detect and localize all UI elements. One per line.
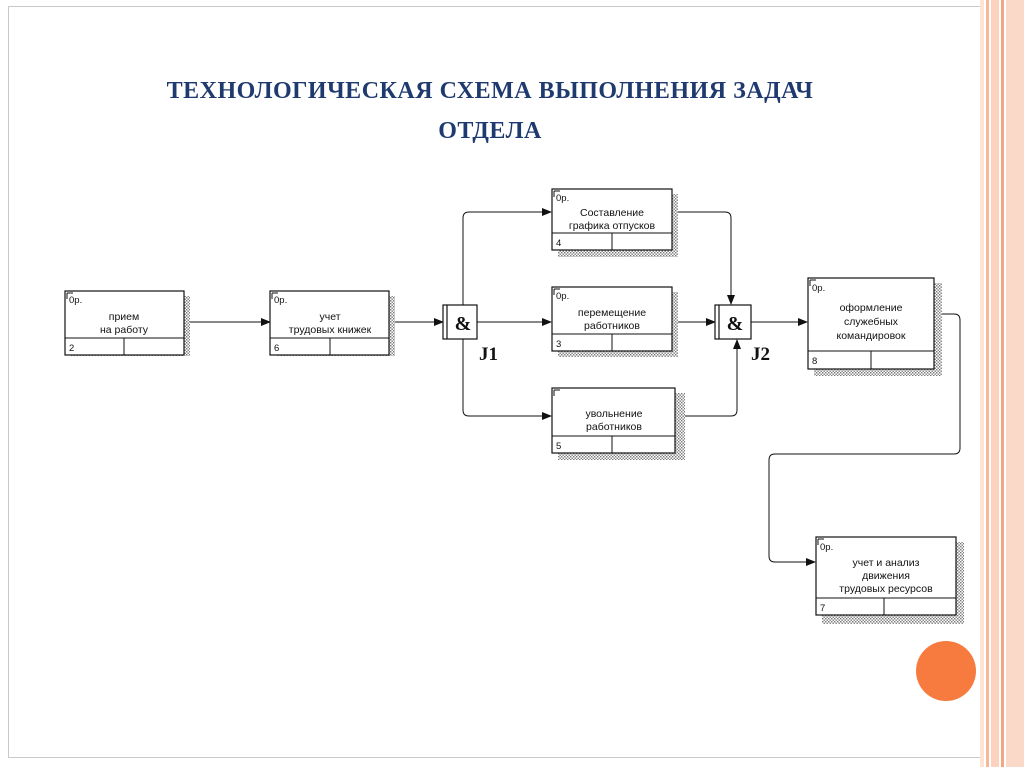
connectors: [184, 208, 961, 566]
box-label-line: Составление: [580, 207, 644, 219]
stripe: [1001, 0, 1004, 767]
box-number: 7: [820, 603, 825, 614]
box-label-line: оформление: [840, 302, 903, 314]
box-number: 8: [812, 356, 817, 367]
box-frame: [551, 387, 676, 454]
process-box-5: увольнение работников 5: [551, 387, 685, 460]
arrow-j1-to-5: [462, 339, 552, 420]
box-number: 5: [556, 441, 561, 452]
process-box-4: 0р. Составление графика отпусков 4: [551, 188, 678, 257]
junction-frame: [714, 304, 752, 340]
box-tag: 0р.: [812, 283, 825, 294]
junction-symbol: &: [455, 313, 472, 335]
process-box-8: 0р. оформление служебных командировок 8: [807, 277, 942, 376]
stripe: [991, 0, 999, 767]
process-box-3: 0р. перемещение работников 3: [551, 286, 678, 357]
process-box-7: 0р. учет и анализ движения трудовых ресу…: [815, 536, 964, 624]
box-label-line: трудовых книжек: [289, 324, 372, 336]
box-tag: 0р.: [556, 291, 569, 302]
stripe: [980, 0, 984, 767]
box-number: 6: [274, 343, 279, 354]
box-tag: 0р.: [69, 295, 82, 306]
box-label-line: перемещение: [578, 307, 646, 319]
box-label-line: увольнение: [585, 408, 642, 420]
box-label-line: служебных: [844, 316, 899, 328]
page-title-line-2: отдела: [438, 118, 542, 144]
box-label-line: трудовых ресурсов: [839, 583, 933, 595]
junction-j1: & J1: [442, 304, 498, 365]
box-tag: 0р.: [556, 193, 569, 204]
box-number: 4: [556, 238, 561, 249]
box-label-line: работников: [586, 421, 642, 433]
process-box-6: 0р. учет трудовых книжек 6: [269, 290, 395, 356]
junction-j2: & J2: [714, 304, 770, 365]
junction-frame: [442, 304, 478, 340]
arrow-j1-to-4: [462, 208, 552, 305]
junction-symbol: &: [727, 313, 744, 335]
box-label-line: графика отпусков: [569, 220, 656, 232]
box-tag: 0р.: [274, 295, 287, 306]
junction-label: J2: [751, 344, 770, 365]
box-label-line: движения: [862, 570, 910, 582]
decorative-stripes: [980, 0, 1024, 767]
box-frame: [815, 536, 957, 616]
arrow-8-to-7: [768, 313, 961, 566]
arrow-4-to-j2: [671, 211, 735, 305]
box-label-line: на работу: [100, 324, 149, 336]
box-number: 3: [556, 339, 561, 350]
box-number: 2: [69, 343, 74, 354]
accent-circle: [916, 641, 976, 701]
page-title-line-1: Технологическая схема выполнения задач: [166, 78, 814, 104]
process-box-2: 0р. прием на работу 2: [64, 290, 190, 356]
stripe: [1006, 0, 1024, 767]
stripe: [986, 0, 989, 767]
arrow-5-to-j2: [675, 339, 741, 417]
junction-label: J1: [479, 344, 498, 365]
box-label-line: учет: [319, 311, 340, 323]
box-tag: 0р.: [820, 542, 833, 553]
box-label-line: командировок: [837, 330, 906, 342]
box-label-line: учет и анализ: [852, 557, 919, 569]
box-label-line: прием: [109, 311, 139, 323]
box-label-line: работников: [584, 320, 640, 332]
slide-frame: [8, 6, 984, 758]
